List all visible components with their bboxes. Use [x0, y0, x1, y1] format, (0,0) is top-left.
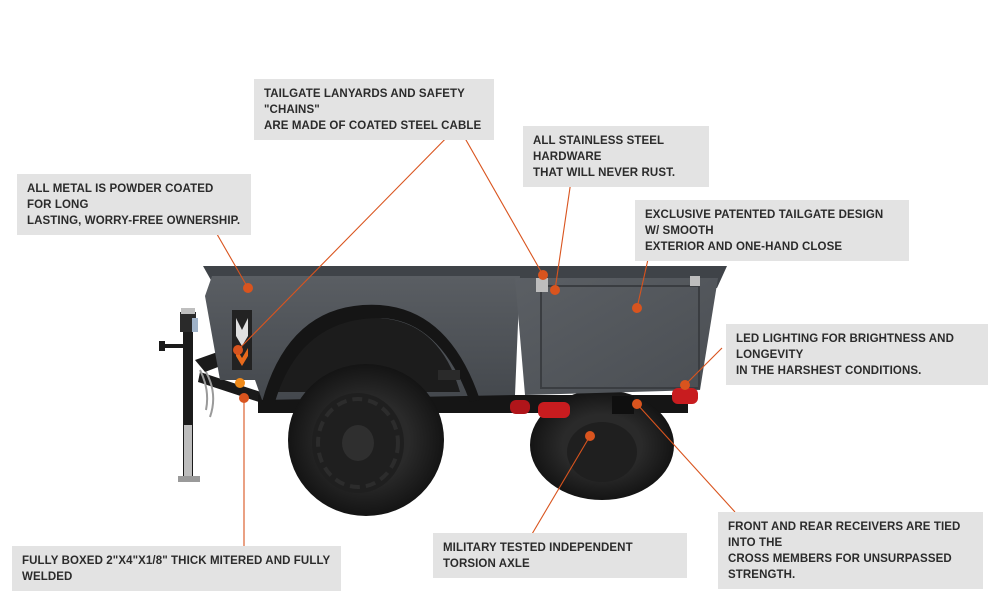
feature-dots	[233, 270, 690, 441]
callout-frame: FULLY BOXED 2"X4"X1/8" THICK MITERED AND…	[12, 546, 341, 591]
callout-tailgate: EXCLUSIVE PATENTED TAILGATE DESIGN W/ SM…	[635, 200, 909, 261]
callout-receivers: FRONT AND REAR RECEIVERS ARE TIED INTO T…	[718, 512, 983, 589]
callout-hardware: ALL STAINLESS STEEL HARDWARE THAT WILL N…	[523, 126, 709, 187]
trailer-tub	[203, 266, 727, 402]
callout-powder-coat: ALL METAL IS POWDER COATED FOR LONG LAST…	[17, 174, 251, 235]
callout-led: LED LIGHTING FOR BRIGHTNESS AND LONGEVIT…	[726, 324, 988, 385]
leader-lines	[209, 125, 736, 548]
front-wheel	[288, 364, 444, 516]
rear-lights	[235, 378, 698, 418]
callout-lanyards: TAILGATE LANYARDS AND SAFETY "CHAINS" AR…	[254, 79, 494, 140]
tongue-jack	[159, 308, 200, 482]
callout-axle: MILITARY TESTED INDEPENDENT TORSION AXLE	[433, 533, 687, 578]
